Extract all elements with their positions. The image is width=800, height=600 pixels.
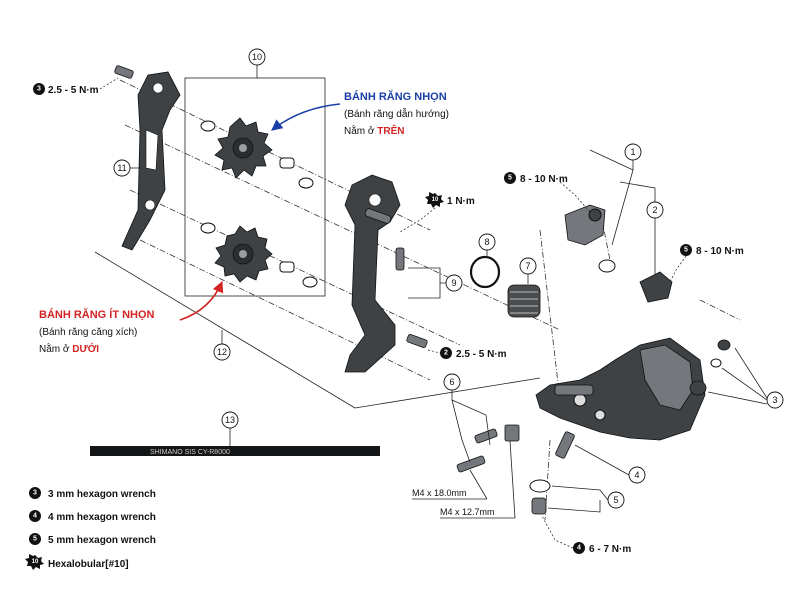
torque-right: 5 8 - 10 N·m <box>669 244 744 283</box>
bushing <box>279 261 295 273</box>
tool-legend: 3 3 mm hexagon wrench 4 4 mm hexagon wre… <box>25 487 156 570</box>
svg-text:4: 4 <box>577 545 581 552</box>
torque-mid: 2 2.5 - 5 N·m <box>427 347 507 360</box>
svg-text:3: 3 <box>37 86 41 93</box>
washer <box>298 177 314 189</box>
bottom-pulley-position: Nằm ở DƯỚI <box>39 342 99 355</box>
body-bolt <box>555 431 575 459</box>
legend-item-4mm: 4 4 mm hexagon wrench <box>29 510 156 523</box>
outer-cage-plate <box>121 71 181 251</box>
svg-text:10: 10 <box>32 559 39 565</box>
b-axle-bracket <box>564 204 673 303</box>
inner-cage-plate <box>344 174 401 373</box>
bottom-pulley-sub: (Bánh răng căng xích) <box>39 327 137 338</box>
pulley-set-box <box>184 77 326 297</box>
bushing <box>279 157 295 169</box>
svg-text:2: 2 <box>444 350 448 357</box>
svg-text:5 mm hexagon wrench: 5 mm hexagon wrench <box>48 535 156 546</box>
tension-spring <box>507 284 541 318</box>
svg-text:5: 5 <box>33 536 37 543</box>
clamp-nut <box>504 424 520 442</box>
callout-7: 7 <box>525 261 530 271</box>
svg-text:10: 10 <box>432 197 439 203</box>
callout-10: 10 <box>252 52 262 62</box>
legend-item-3mm: 3 3 mm hexagon wrench <box>29 487 156 500</box>
torque-hexalobular: 10 1 N·m <box>399 192 475 233</box>
svg-text:Hexalobular[#10]: Hexalobular[#10] <box>48 559 129 570</box>
derailleur-body <box>535 337 706 441</box>
callout-1: 1 <box>630 147 635 157</box>
legend-item-5mm: 5 5 mm hexagon wrench <box>29 533 156 546</box>
svg-text:3: 3 <box>33 490 37 497</box>
torque-top-left: 3 2.5 - 5 N·m <box>33 77 119 96</box>
adjust-screw-cap <box>717 339 731 351</box>
torque-upper-right: 5 8 - 10 N·m <box>504 172 591 213</box>
inner-cable: SHIMANO SIS CY-R8000 <box>90 446 380 456</box>
top-pulley-title: BÁNH RĂNG NHỌN <box>344 90 447 103</box>
svg-text:3 mm hexagon wrench: 3 mm hexagon wrench <box>48 489 156 500</box>
torque-value: 2.5 - 5 N·m <box>48 85 99 96</box>
svg-text:5: 5 <box>508 175 512 182</box>
callout-8: 8 <box>484 237 489 247</box>
annotation-bottom-pulley: BÁNH RĂNG ÍT NHỌN (Bánh răng căng xích) … <box>39 280 224 355</box>
torque-value: 8 - 10 N·m <box>696 246 744 257</box>
svg-text:4: 4 <box>33 513 37 520</box>
washer <box>302 276 318 288</box>
adjust-nut <box>689 380 707 396</box>
callout-3: 3 <box>772 395 777 405</box>
callout-5: 5 <box>613 495 618 505</box>
callout-11: 11 <box>117 163 126 173</box>
bolt-short-label: M4 x 12.7mm <box>440 507 495 517</box>
torque-bottom: 4 6 - 7 N·m <box>541 515 631 555</box>
bolt-size-labels: M4 x 18.0mm M4 x 12.7mm <box>412 440 516 519</box>
bottom-nut <box>531 497 547 515</box>
washer <box>200 222 216 234</box>
bolt-long-label: M4 x 18.0mm <box>412 488 467 498</box>
bottom-pulley <box>214 225 273 283</box>
svg-text:4 mm hexagon wrench: 4 mm hexagon wrench <box>48 512 156 523</box>
screw <box>395 247 405 271</box>
bolt-m4-18 <box>456 455 486 473</box>
legend-item-hexalobular: 10 Hexalobular[#10] <box>25 554 129 570</box>
annotation-top-pulley: BÁNH RĂNG NHỌN (Bánh răng dẫn hướng) Nằm… <box>271 90 449 137</box>
cable-print: SHIMANO SIS CY-R8000 <box>150 449 230 456</box>
svg-text:5: 5 <box>684 247 688 254</box>
callout-2: 2 <box>652 205 657 215</box>
bolt-m4-12 <box>474 428 498 444</box>
top-pulley <box>214 117 273 179</box>
torque-value: 8 - 10 N·m <box>520 174 568 185</box>
callout-9: 9 <box>451 278 456 288</box>
cage-bolt <box>406 333 428 349</box>
washer <box>200 120 216 132</box>
callout-12: 12 <box>217 347 227 357</box>
bottom-pulley-title: BÁNH RĂNG ÍT NHỌN <box>39 308 155 321</box>
torque-value: 1 N·m <box>447 196 475 207</box>
callout-6: 6 <box>449 377 454 387</box>
callout-numbers: 10 11 12 13 8 7 9 1 2 3 6 <box>113 48 784 513</box>
callout-4: 4 <box>634 470 639 480</box>
small-washer <box>710 358 722 368</box>
top-pulley-position: Nằm ở TRÊN <box>344 124 404 137</box>
top-left-bolt <box>114 65 134 79</box>
top-pulley-sub: (Bánh răng dẫn hướng) <box>344 107 449 120</box>
torque-value: 2.5 - 5 N·m <box>456 349 507 360</box>
snap-ring <box>469 255 501 289</box>
torque-value: 6 - 7 N·m <box>589 544 631 555</box>
bottom-washer <box>529 479 551 493</box>
callout-13: 13 <box>225 415 235 425</box>
